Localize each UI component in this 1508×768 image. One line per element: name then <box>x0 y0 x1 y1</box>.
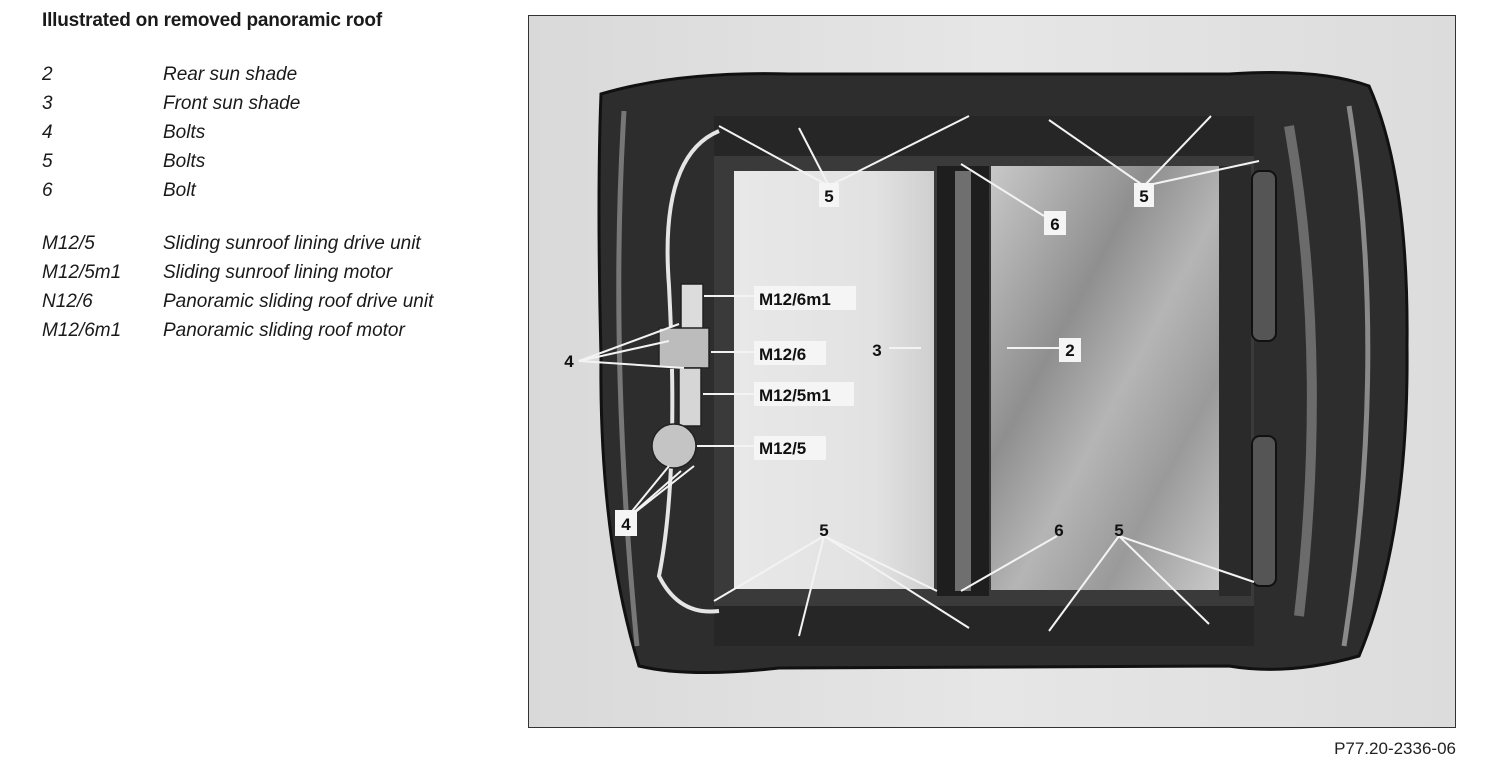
right-channel <box>1284 125 1317 617</box>
callout-4-lower: 4 <box>621 515 631 534</box>
center-bar-strip <box>955 171 971 591</box>
callout-box <box>754 436 826 460</box>
legend-row: 3 Front sun shade <box>42 89 512 118</box>
callout-m12-5m1: M12/5m1 <box>759 386 831 405</box>
legend-row: 6 Bolt <box>42 176 512 205</box>
legend-desc: Front sun shade <box>163 92 301 114</box>
right-slot-bottom <box>1251 435 1277 587</box>
leader-line <box>713 535 825 602</box>
callout-box <box>754 382 854 406</box>
callout-box <box>754 286 856 310</box>
legend-key: M12/5m1 <box>42 261 122 283</box>
left-rail <box>616 110 640 647</box>
legend: Illustrated on removed panoramic roof 2 R… <box>42 10 512 369</box>
legend-key: 4 <box>42 121 53 143</box>
drive-cable <box>656 129 720 614</box>
roof-photo: 5 5 6 M12/6m1 M12/6 3 2 4 M12/5m1 M12/5 … <box>528 15 1456 728</box>
bottom-crossmember <box>714 606 1254 646</box>
legend-row: 5 Bolts <box>42 147 512 176</box>
callout-box <box>1044 211 1066 235</box>
front-sun-shade <box>734 171 934 589</box>
leader-line <box>798 535 825 637</box>
callout-5-top-left: 5 <box>824 187 833 206</box>
callout-box <box>819 183 839 207</box>
rear-sun-shade <box>991 166 1219 590</box>
legend-row: N12/6 Panoramic sliding roof drive unit <box>42 287 512 316</box>
callout-5-top-right: 5 <box>1139 187 1148 206</box>
legend-key: M12/5 <box>42 232 95 254</box>
legend-key: N12/6 <box>42 290 93 312</box>
leader-line <box>828 115 970 187</box>
legend-row: 4 Bolts <box>42 118 512 147</box>
leader-line <box>1118 535 1210 625</box>
callout-5-bottom-right: 5 <box>1114 521 1123 540</box>
callout-box <box>1134 183 1154 207</box>
callout-box <box>754 341 826 365</box>
leader-line <box>823 535 938 592</box>
leader-line <box>798 127 830 187</box>
callout-2: 2 <box>1065 341 1074 360</box>
legend-key: M12/6m1 <box>42 319 122 341</box>
legend-desc: Rear sun shade <box>163 63 298 85</box>
callout-box <box>1059 338 1081 362</box>
leader-line <box>578 323 680 362</box>
legend-key: 3 <box>42 92 53 114</box>
legend-desc: Bolts <box>163 150 206 172</box>
legend-desc: Bolt <box>163 179 196 201</box>
leader-line <box>823 535 970 629</box>
legend-desc: Sliding sunroof lining drive unit <box>163 232 421 254</box>
legend-row: M12/5m1 Sliding sunroof lining motor <box>42 258 512 287</box>
leader-line <box>578 360 685 369</box>
legend-desc: Bolts <box>163 121 206 143</box>
leader-line <box>960 163 1045 217</box>
roof-illustration: 5 5 6 M12/6m1 M12/6 3 2 4 M12/5m1 M12/5 … <box>529 16 1455 727</box>
legend-row: M12/5 Sliding sunroof lining drive unit <box>42 229 512 258</box>
legend-key: 2 <box>42 63 53 85</box>
leader-line <box>1048 119 1145 187</box>
callout-m12-6m1: M12/6m1 <box>759 290 831 309</box>
right-slot-top <box>1251 170 1277 342</box>
figure-reference: P77.20-2336-06 <box>1334 739 1456 758</box>
motor-m12-5m1 <box>678 367 702 427</box>
leader-lines <box>578 115 1260 637</box>
callout-3: 3 <box>872 341 881 360</box>
leader-line <box>1143 160 1260 187</box>
legend-row: M12/6m1 Panoramic sliding roof motor <box>42 316 512 345</box>
callout-m12-6: M12/6 <box>759 345 806 364</box>
legend-desc: Panoramic sliding roof motor <box>163 319 405 341</box>
top-crossmember <box>714 116 1254 156</box>
leader-line <box>960 535 1058 592</box>
legend-desc: Panoramic sliding roof drive unit <box>163 290 434 312</box>
unit-m12-6 <box>658 327 710 369</box>
legend-row: 2 Rear sun shade <box>42 60 512 89</box>
leader-line <box>1048 535 1120 632</box>
leader-line <box>718 125 830 187</box>
legend-components: M12/5 Sliding sunroof lining drive unit M… <box>42 229 512 345</box>
callout-box <box>615 510 637 536</box>
callout-6-bottom: 6 <box>1054 521 1063 540</box>
callout-m12-5: M12/5 <box>759 439 806 458</box>
legend-desc: Sliding sunroof lining motor <box>163 261 393 283</box>
legend-key: 6 <box>42 179 53 201</box>
legend-title: Illustrated on removed panoramic roof <box>42 10 382 31</box>
legend-key: 5 <box>42 150 53 172</box>
right-rail <box>1341 105 1371 647</box>
right-frame-bar <box>1219 166 1251 596</box>
unit-m12-5 <box>651 423 697 469</box>
leader-line <box>578 340 670 362</box>
leader-line <box>1118 535 1255 583</box>
callout-5-bottom-left: 5 <box>819 521 828 540</box>
callout-6-top: 6 <box>1050 215 1059 234</box>
leader-line <box>1143 115 1212 187</box>
callout-4-upper: 4 <box>564 352 574 371</box>
